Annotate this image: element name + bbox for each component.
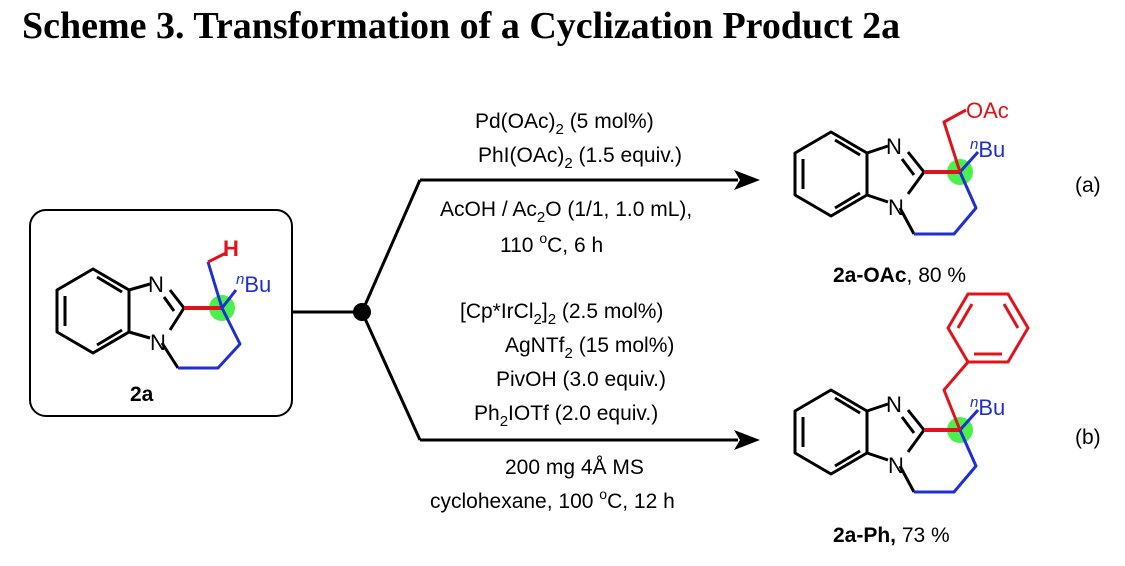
arrowhead-a bbox=[734, 170, 760, 190]
cond-a-line2: PhI(OAc)2 (1.5 equiv.) bbox=[478, 144, 682, 172]
benzene-ring-b bbox=[793, 388, 869, 476]
nitrogen-lower-a: N bbox=[888, 195, 904, 220]
starting-material-2a: N N H nBu 2a bbox=[29, 209, 293, 417]
cond-b-line4: Ph2IOTf (2.0 equiv.) bbox=[474, 402, 658, 430]
cond-b-line3: PivOH (3.0 equiv.) bbox=[496, 368, 666, 391]
cond-b-line1: [Cp*IrCl2]2 (2.5 mol%) bbox=[460, 300, 663, 328]
product-2a-oac: N N OAc nBu 2a-OAc, 80 % (a) bbox=[793, 98, 1101, 287]
benzyl-group bbox=[942, 361, 970, 431]
oac-group-label: OAc bbox=[966, 98, 1009, 123]
nbu-label: nBu bbox=[236, 271, 271, 297]
benzene-ring bbox=[55, 267, 131, 355]
cond-b-line6: cyclohexane, 100 oC, 12 h bbox=[430, 486, 675, 513]
product-2a-ph: N N nBu 2a-Ph, 73 % (b) bbox=[793, 292, 1101, 547]
compound-label-2a: 2a bbox=[130, 383, 154, 406]
arrowhead-b bbox=[734, 430, 760, 450]
nbu-label-a: nBu bbox=[970, 136, 1005, 162]
nitrogen-upper-a: N bbox=[886, 134, 902, 159]
nitrogen-upper: N bbox=[148, 272, 164, 297]
cond-b-line5: 200 mg 4Å MS bbox=[505, 456, 644, 479]
nitrogen-lower: N bbox=[150, 330, 166, 355]
product-label-a: 2a-OAc, 80 % bbox=[833, 264, 966, 287]
reaction-tag-a: (a) bbox=[1075, 174, 1101, 197]
alkyl-chain-blue bbox=[178, 307, 242, 370]
cond-a-line4: 110 oC, 6 h bbox=[500, 230, 603, 257]
scheme-title: Scheme 3. Transformation of a Cyclizatio… bbox=[22, 5, 901, 47]
phenyl-ring bbox=[946, 292, 1030, 364]
product-label-b: 2a-Ph, 73 % bbox=[833, 524, 950, 547]
benzene-ring-a bbox=[793, 130, 869, 218]
cond-a-line3: AcOH / Ac2O (1/1, 1.0 mL), bbox=[440, 198, 692, 226]
nitrogen-upper-b: N bbox=[886, 392, 902, 417]
reaction-tag-b: (b) bbox=[1075, 426, 1101, 449]
starting-material-box bbox=[29, 209, 293, 417]
branching-arrows bbox=[292, 170, 760, 450]
hydrogen-label: H bbox=[223, 236, 239, 261]
conditions-b: [Cp*IrCl2]2 (2.5 mol%) AgNTf2 (15 mol%) … bbox=[430, 300, 675, 513]
nitrogen-lower-b: N bbox=[888, 453, 904, 478]
cond-b-line2: AgNTf2 (15 mol%) bbox=[505, 334, 674, 362]
conditions-a: Pd(OAc)2 (5 mol%) PhI(OAc)2 (1.5 equiv.)… bbox=[440, 110, 692, 257]
nbu-label-b: nBu bbox=[970, 394, 1005, 420]
cond-a-line1: Pd(OAc)2 (5 mol%) bbox=[475, 110, 654, 138]
